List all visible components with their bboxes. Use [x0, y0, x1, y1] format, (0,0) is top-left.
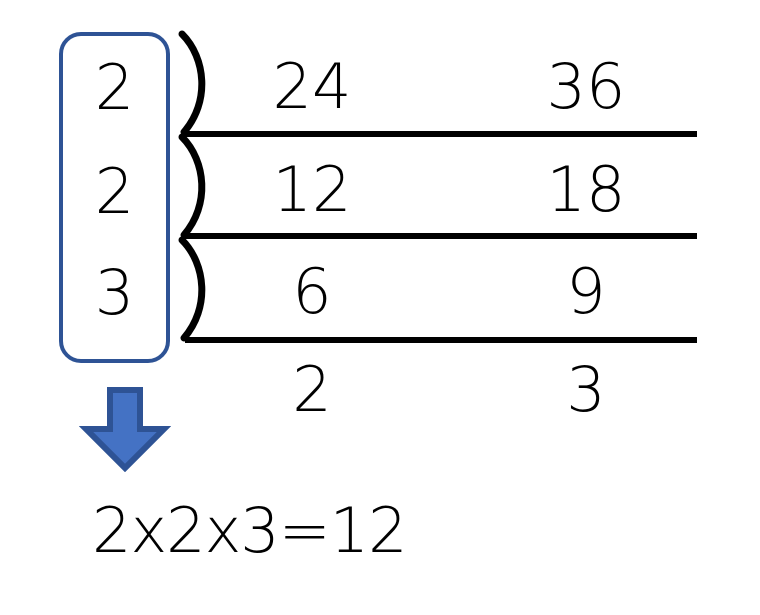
dividend-row2-right: 18: [546, 153, 626, 226]
dividend-row1-left: 24: [272, 50, 352, 123]
division-rule-1: [185, 131, 697, 137]
quotient-left: 2: [292, 353, 332, 426]
gcf-equation: 2x2x3=12: [92, 494, 408, 567]
division-bracket-icon-2: [176, 131, 222, 241]
dividend-row1-right: 36: [546, 50, 626, 123]
quotient-right: 3: [566, 353, 606, 426]
dividend-row2-left: 12: [272, 153, 352, 226]
divisor-value-2: 2: [94, 155, 135, 228]
divisor-value-3: 3: [94, 256, 135, 329]
division-rule-3: [185, 337, 697, 343]
division-bracket-icon-3: [176, 234, 222, 344]
division-rule-2: [185, 233, 697, 239]
down-arrow-icon: [79, 386, 171, 472]
divisor-highlight-box: [59, 32, 170, 363]
dividend-row3-right: 9: [566, 255, 606, 328]
divisor-value-1: 2: [94, 51, 135, 124]
division-bracket-icon-1: [176, 28, 222, 138]
dividend-row3-left: 6: [292, 255, 332, 328]
